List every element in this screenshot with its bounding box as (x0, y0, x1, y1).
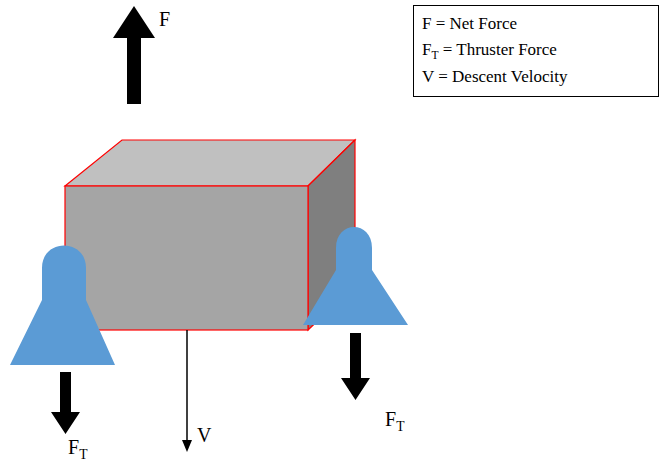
thruster-force-arrow (341, 333, 370, 400)
thruster-force-arrow (51, 372, 80, 434)
force-label: F (159, 8, 170, 30)
velocity-arrowhead (182, 440, 192, 452)
velocity-label: V (197, 424, 211, 446)
legend-text: F = Net Force (422, 11, 650, 37)
thruster (303, 227, 408, 325)
force-label: FT (68, 436, 87, 458)
net-force-arrow (113, 6, 155, 104)
legend-text: FT = Thruster Force (422, 37, 650, 63)
thruster (10, 246, 115, 366)
legend-box: F = Net ForceFT = Thruster ForceV = Desc… (413, 5, 659, 97)
box-front-face (65, 186, 308, 330)
velocity-line (186, 330, 188, 442)
legend-text: V = Descent Velocity (422, 64, 650, 90)
force-label: FT (385, 408, 404, 430)
box-top-face (65, 140, 355, 186)
